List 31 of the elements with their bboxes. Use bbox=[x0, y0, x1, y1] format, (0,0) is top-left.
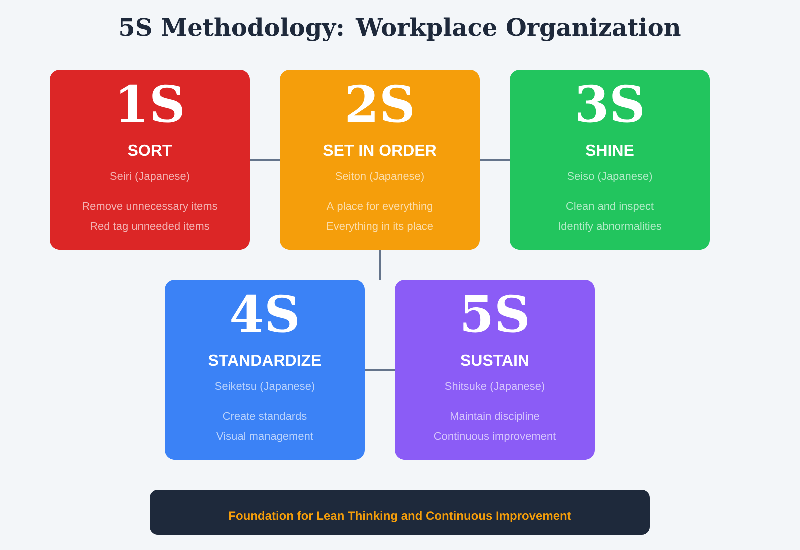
connector-line bbox=[250, 159, 280, 161]
action-item: Clean and inspect bbox=[566, 202, 654, 212]
step-title: SHINE bbox=[586, 144, 634, 156]
japanese-term: Seiketsu (Japanese) bbox=[215, 382, 314, 392]
step-title: SET IN ORDER bbox=[324, 144, 437, 156]
action-item: Identify abnormalities bbox=[559, 222, 662, 232]
connector-line bbox=[365, 369, 395, 371]
japanese-term: Seiso (Japanese) bbox=[568, 172, 652, 182]
step-number: 4S bbox=[232, 294, 298, 333]
action-item: Remove unnecessary items bbox=[83, 202, 218, 212]
action-item: Red tag unneeded items bbox=[90, 222, 210, 232]
action-item: Maintain discipline bbox=[450, 412, 540, 422]
step-number: 2S bbox=[348, 84, 412, 123]
action-item: A place for everything bbox=[326, 202, 432, 212]
step-number: 3S bbox=[578, 84, 642, 123]
step-title: SUSTAIN bbox=[460, 354, 528, 366]
action-item: Everything in its place bbox=[327, 222, 433, 232]
action-item: Visual management bbox=[216, 432, 314, 442]
japanese-term: Seiri (Japanese) bbox=[110, 172, 190, 182]
step-number: 1S bbox=[120, 84, 182, 123]
step-number: 5S bbox=[464, 294, 528, 333]
title: 5S Methodology: Workplace Organization bbox=[120, 18, 681, 42]
connector-line bbox=[379, 250, 381, 280]
japanese-term: Shitsuke (Japanese) bbox=[445, 382, 544, 392]
step-title: SORT bbox=[128, 144, 172, 156]
action-item: Continuous improvement bbox=[434, 432, 556, 442]
step-title: STANDARDIZE bbox=[208, 354, 322, 366]
banner-text: Foundation for Lean Thinking and Continuous Improvement bbox=[229, 511, 572, 523]
japanese-term: Seiton (Japanese) bbox=[336, 172, 424, 182]
action-item: Create standards bbox=[223, 412, 307, 420]
connector-line bbox=[480, 159, 510, 161]
